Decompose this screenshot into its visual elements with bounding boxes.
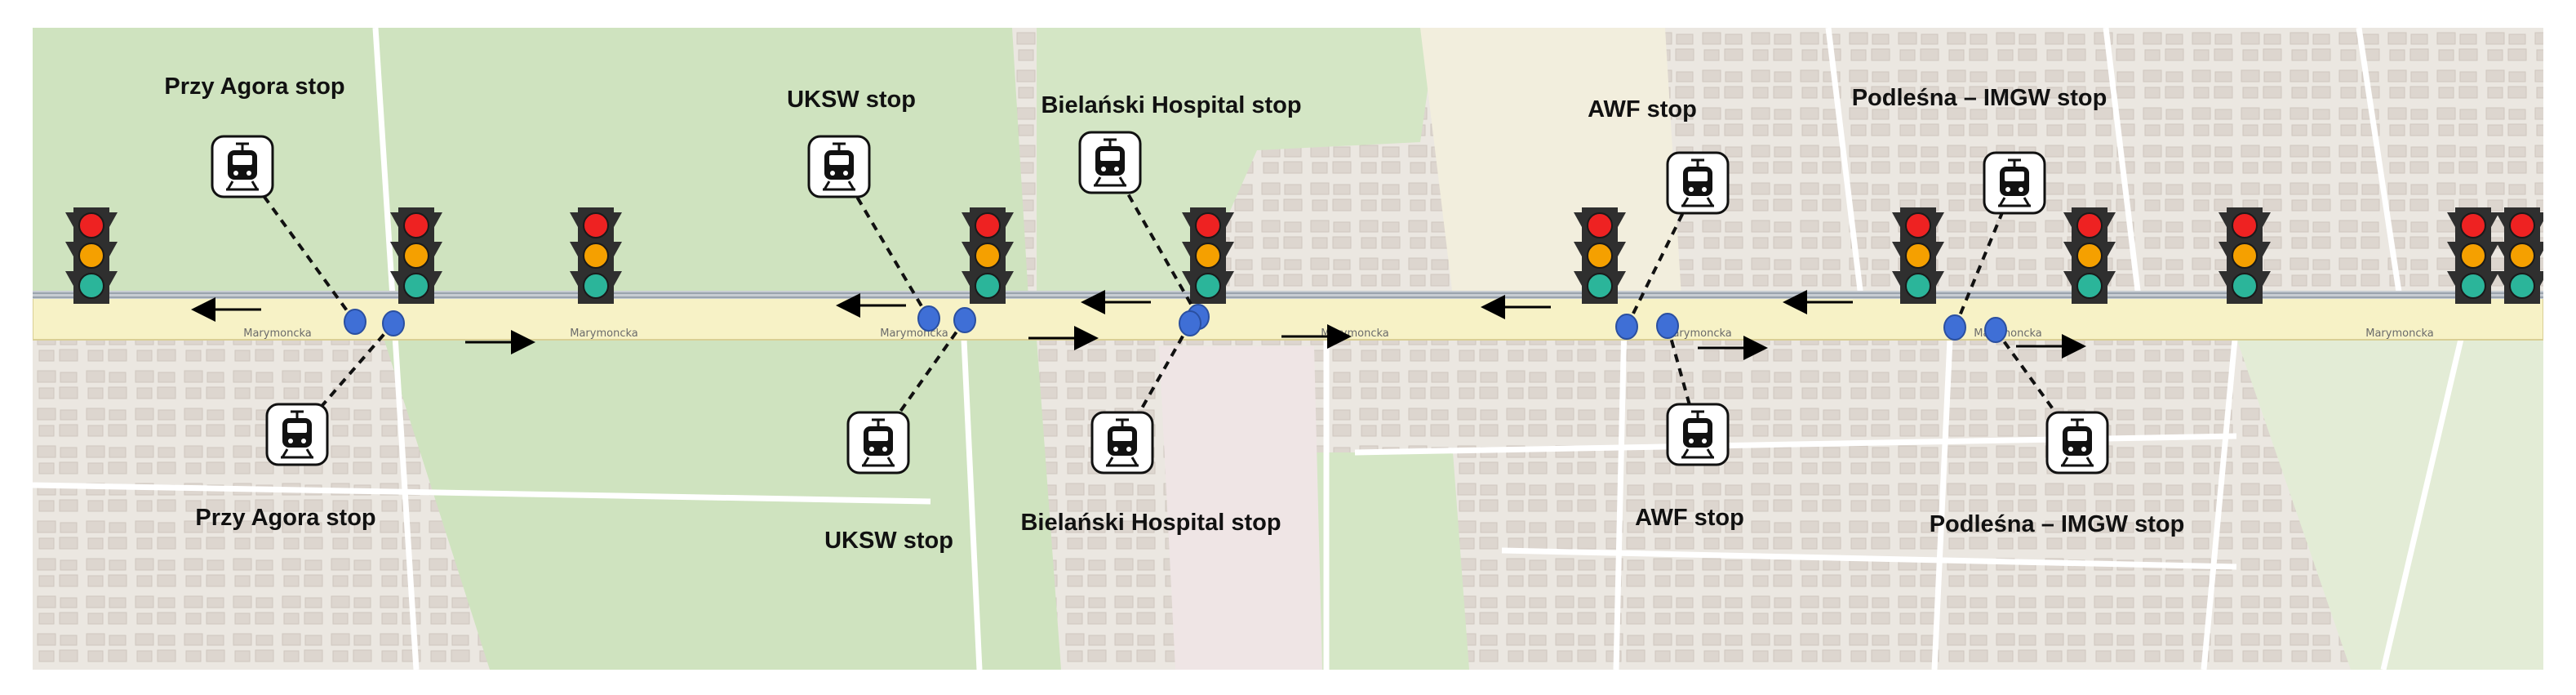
side-streets	[33, 28, 2468, 670]
tram-icon	[1090, 411, 1154, 474]
stop-label: Przy Agora stop	[164, 74, 345, 100]
tram-stop-marker	[1656, 313, 1679, 339]
tram-icon	[846, 411, 910, 474]
traffic-light-icon	[65, 207, 118, 304]
traffic-light-icon	[1182, 207, 1234, 304]
street-label: Marymoncka	[243, 327, 312, 340]
tram-icon	[265, 403, 329, 466]
traffic-light-icon	[390, 207, 442, 304]
stop-leader-line	[1953, 182, 2016, 328]
traffic-light-icon	[2063, 207, 2116, 304]
tram-stop-marker	[1615, 314, 1638, 340]
traffic-light-icon	[962, 207, 1014, 304]
street-label: Marymoncka	[1663, 327, 1732, 340]
tram-track	[33, 291, 2543, 299]
stop-label: UKSW stop	[787, 87, 916, 113]
map-canvas: Marymoncka Marymoncka Marymoncka Marymoncka…	[33, 28, 2543, 670]
map-view[interactable]: Marymoncka Marymoncka Marymoncka Marymoncka…	[33, 28, 2543, 670]
stop-label: Przy Agora stop	[195, 505, 376, 531]
park-south-east	[2236, 322, 2543, 670]
tram-icon	[1078, 131, 1142, 194]
campus-area	[1420, 28, 1681, 297]
tram-stop-marker	[382, 310, 405, 336]
stop-leader-line	[241, 165, 357, 323]
tram-stop-marker	[1943, 314, 1966, 341]
traffic-light-icon	[570, 207, 622, 304]
stop-label: Podleśna – IMGW stop	[1929, 511, 2185, 537]
traffic-light-icon	[2447, 207, 2499, 304]
stop-label: Bielański Hospital stop	[1041, 92, 1302, 118]
park-patch	[1290, 452, 1469, 670]
tram-stop-marker	[1984, 317, 2007, 343]
traffic-light-icon	[1892, 207, 1944, 304]
stop-label: AWF stop	[1588, 96, 1697, 123]
tram-icon	[1666, 403, 1730, 466]
stop-label: AWF stop	[1635, 505, 1744, 531]
park-central	[1037, 28, 1437, 297]
street-label: Marymoncka	[570, 327, 638, 340]
park-north-west	[33, 28, 1028, 297]
park-south-west	[384, 338, 1061, 670]
tram-icon	[1983, 151, 2046, 215]
street-label: Marymoncka	[1974, 327, 2042, 340]
stop-label: UKSW stop	[824, 528, 953, 554]
tram-icon	[1666, 151, 1730, 215]
street-label: Marymoncka	[880, 327, 948, 340]
traffic-light-icon	[2496, 207, 2543, 304]
tram-stop-marker	[953, 307, 976, 333]
tram-icon	[807, 135, 871, 198]
stop-label: Podleśna – IMGW stop	[1851, 85, 2107, 111]
stop-leader-line	[1121, 323, 1192, 443]
traffic-light-icon	[2218, 207, 2271, 304]
traffic-light-icon	[1574, 207, 1626, 304]
tram-stop-marker	[344, 309, 366, 335]
hospital-area	[1159, 346, 1322, 670]
stop-label: Bielański Hospital stop	[1020, 510, 1281, 536]
tram-icon	[2045, 411, 2109, 474]
tram-stop-marker	[1179, 310, 1201, 336]
street-label: Marymoncka	[1321, 327, 1389, 340]
street-label: Marymoncka	[2365, 327, 2434, 340]
tram-icon	[211, 135, 274, 198]
tram-stop-marker	[917, 305, 940, 332]
